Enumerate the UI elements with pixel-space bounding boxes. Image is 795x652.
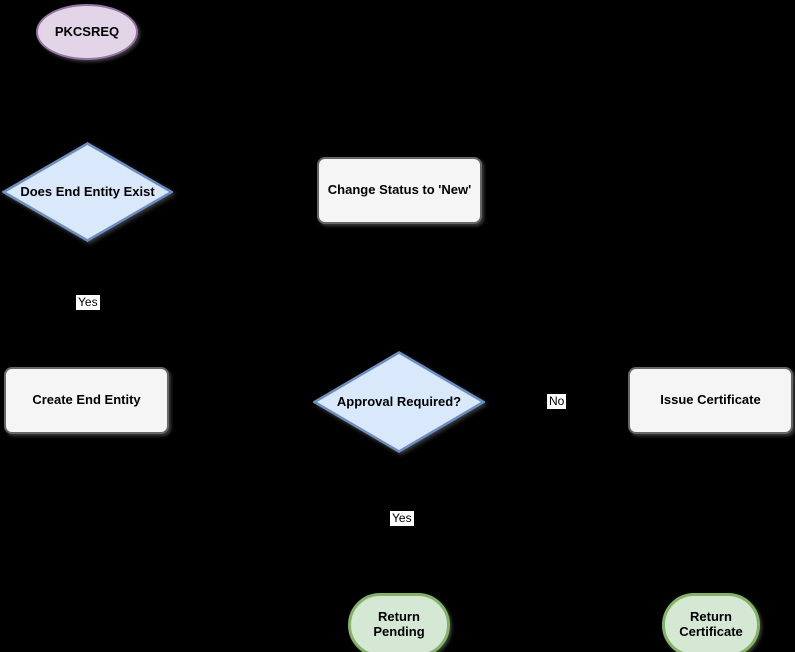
start-node-label: PKCSREQ: [54, 23, 120, 39]
process-label: Change Status to 'New': [327, 182, 472, 198]
process-label: Create End Entity: [32, 392, 141, 408]
diamond-shape-icon: [2, 142, 173, 242]
process-label: Issue Certificate: [660, 392, 761, 408]
decision-does-end-entity-exist: Does End Entity Exist: [2, 142, 173, 242]
terminator-return-pending: Return Pending: [348, 593, 450, 652]
decision-label: Approval Required?: [336, 393, 462, 409]
decision-label: Does End Entity Exist: [20, 183, 155, 199]
diamond-shape-icon: [313, 351, 485, 453]
process-create-end-entity: Create End Entity: [4, 367, 169, 434]
start-node-pkcsreq: PKCSREQ: [36, 4, 138, 60]
terminator-label: Return Certificate: [679, 609, 743, 639]
terminator-return-certificate: Return Certificate: [662, 593, 760, 652]
edge-label-yes-entity-exists: Yes: [76, 295, 100, 310]
decision-approval-required: Approval Required?: [313, 351, 485, 453]
edge-label-no-approval: No: [547, 394, 567, 409]
terminator-label: Return Pending: [373, 609, 425, 639]
edge-label-yes-approval: Yes: [390, 511, 414, 526]
process-issue-certificate: Issue Certificate: [628, 367, 793, 434]
process-change-status-new: Change Status to 'New': [317, 157, 482, 224]
